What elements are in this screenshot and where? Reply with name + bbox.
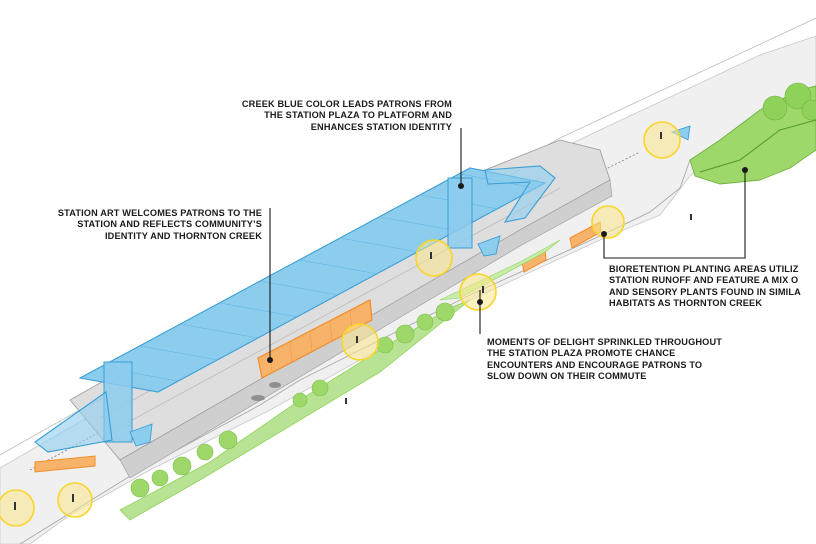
- station-art-panel-main: [257, 299, 373, 379]
- planting-swale: [439, 239, 561, 301]
- street-cars: [251, 382, 281, 401]
- callout-moments-delight: MOMENTS OF DELIGHT SPRINKLED THROUGHOUT …: [487, 337, 723, 382]
- leader-dots: [267, 167, 748, 363]
- pedestrian-bridge-north: [484, 165, 556, 223]
- callout-creek-blue: CREEK BLUE COLOR LEADS PATRONS FROM THE …: [241, 99, 452, 132]
- blue-bench-2: [129, 423, 153, 447]
- delight-spots: [0, 121, 681, 527]
- station-art-panel-south: [34, 455, 96, 473]
- stair-entry-south: [34, 391, 113, 453]
- elevator-tower-north: [447, 177, 473, 249]
- blue-bench-1: [477, 235, 501, 257]
- callout-bioretention: BIORETENTION PLANTING AREAS UTILIZ STATI…: [609, 264, 801, 309]
- bioretention-creek-line: [699, 119, 816, 173]
- people-figures: [14, 132, 692, 510]
- leader-lines: [269, 128, 746, 360]
- bioretention-trees: [762, 82, 816, 121]
- callout-station-art: STATION ART WELCOMES PATRONS TO THE STAT…: [57, 208, 262, 241]
